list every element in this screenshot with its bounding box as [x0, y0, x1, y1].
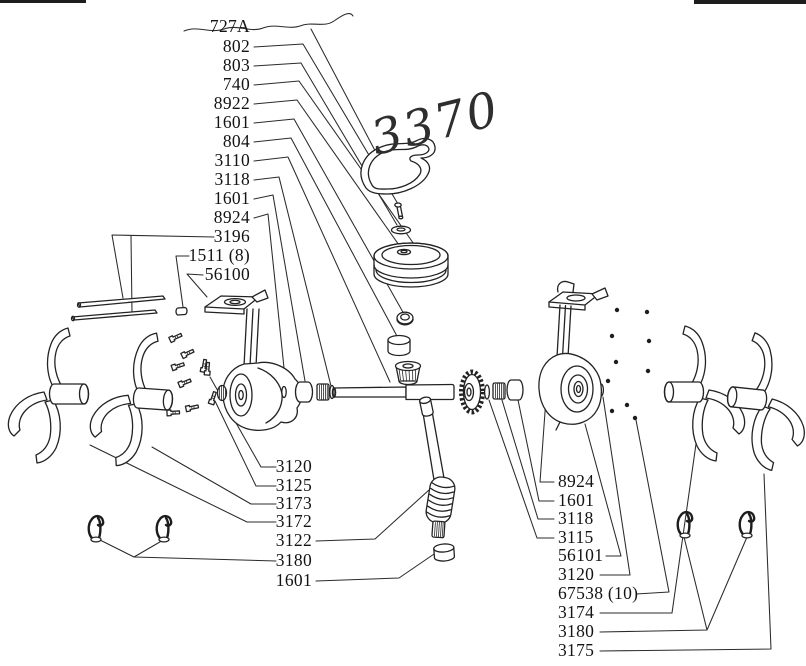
part-label-3118-b: 3118 — [558, 508, 594, 528]
part-label-3174: 3174 — [558, 602, 594, 622]
scan-edge-marks — [0, 0, 806, 4]
drive-gear-drawing — [459, 369, 485, 415]
part-label-802: 802 — [223, 36, 250, 56]
part-label-740: 740 — [223, 74, 250, 94]
handwritten-part-number: 3370 — [365, 81, 505, 167]
screw-dots-drawing — [605, 307, 652, 421]
pulley-drawing — [373, 242, 449, 288]
strikeout-squiggle — [183, 13, 354, 32]
part-label-3120-l: 3120 — [276, 456, 312, 476]
flat-washer-drawing — [390, 225, 412, 235]
part-label-3173: 3173 — [276, 493, 312, 513]
part-label-3172: 3172 — [276, 511, 312, 531]
part-label-8924-b: 8924 — [558, 471, 594, 491]
part-label-1601-d: 1601 — [558, 490, 594, 510]
bottom-right-label-column: 8924 1601 3118 3115 56101 3120 67538 (10… — [558, 471, 638, 660]
main-shaft-drawing — [281, 381, 455, 403]
right-gear-housing-drawing — [538, 352, 603, 431]
part-label-3115: 3115 — [558, 527, 594, 547]
left-gear-housing-drawing — [222, 361, 303, 431]
part-label-8924-a: 8924 — [214, 207, 250, 227]
spacer-ring-drawing — [396, 311, 414, 326]
part-label-3180-l: 3180 — [276, 550, 312, 570]
part-label-3118-a: 3118 — [214, 169, 250, 189]
drive-belt-drawing — [360, 137, 436, 195]
bushing-cylinder-drawing — [387, 334, 411, 357]
part-label-3125: 3125 — [276, 475, 312, 495]
part-label-1601-c: 1601 — [276, 570, 312, 590]
part-label-1601-a: 1601 — [214, 112, 250, 132]
part-label-56101: 56101 — [558, 545, 603, 565]
small-pin-drawing — [175, 306, 188, 316]
top-label-column: 727A 802 803 740 8922 1601 804 3110 3118… — [188, 16, 250, 284]
part-label-803: 803 — [223, 55, 250, 75]
part-label-3175: 3175 — [558, 640, 594, 660]
part-label-3122: 3122 — [276, 530, 312, 550]
part-label-804: 804 — [223, 131, 250, 151]
part-label-3196: 3196 — [214, 226, 250, 246]
left-bracket-drawing — [204, 289, 269, 367]
part-label-67538: 67538 (10) — [558, 583, 638, 603]
part-label-3120-r: 3120 — [558, 564, 594, 584]
knurled-collar-drawing — [216, 384, 228, 402]
part-label-56100: 56100 — [205, 264, 250, 284]
small-bolt-drawing — [394, 202, 404, 220]
tine-rod-drawing — [70, 295, 166, 322]
knurled-nut-drawing — [394, 360, 422, 386]
bottom-left-label-column: 3120 3125 3173 3172 3122 3180 1601 — [276, 456, 312, 590]
part-label-3180-r: 3180 — [558, 621, 594, 641]
right-bracket-drawing — [548, 280, 609, 358]
part-label-727a: 727A — [210, 16, 250, 36]
part-label-8922: 8922 — [214, 93, 250, 113]
mounting-bolts-drawing — [166, 331, 219, 417]
part-label-1601-b: 1601 — [214, 188, 250, 208]
part-label-1511: 1511 (8) — [188, 245, 250, 265]
part-label-3110: 3110 — [214, 150, 250, 170]
worm-shaft-drawing — [418, 396, 456, 562]
